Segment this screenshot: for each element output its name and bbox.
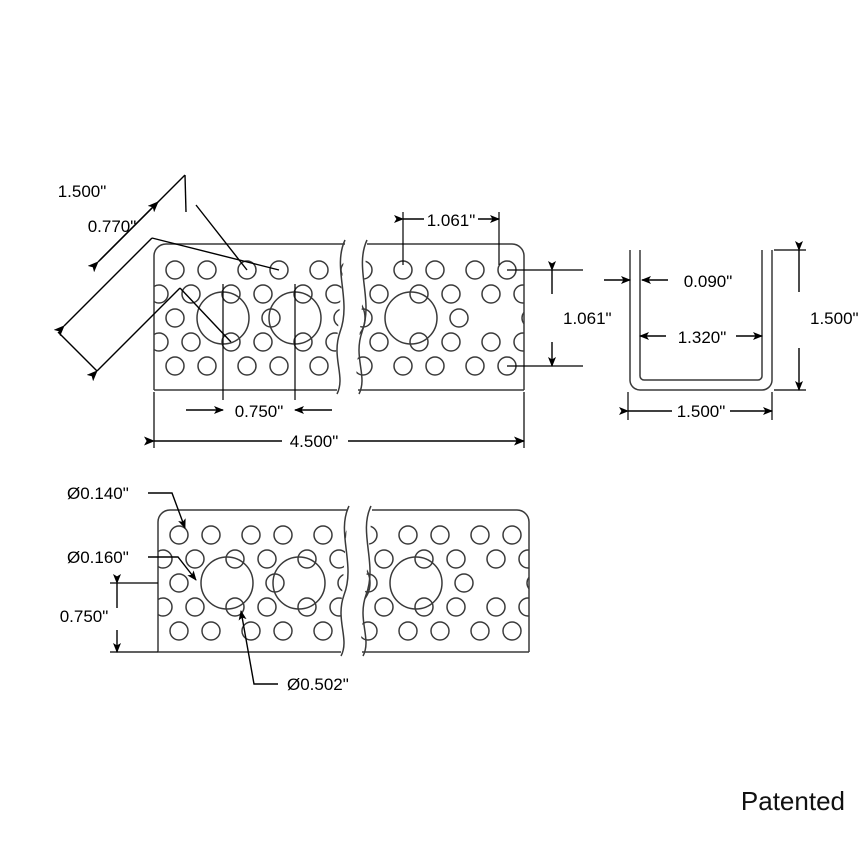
dim-0770-diagonal (86, 174, 248, 382)
dim-1061-right (507, 261, 583, 367)
dim-label-dia-0502: Ø0.502" (287, 675, 349, 694)
dim-4500-overall (144, 392, 525, 448)
leader-dia-0140 (148, 492, 186, 529)
dim-0750-bottom-view (110, 574, 158, 653)
dim-label-dia-0160: Ø0.160" (67, 548, 129, 567)
bottom-plate-hole-pattern-right (360, 525, 529, 641)
dim-label-1061-right: 1.061" (563, 309, 612, 328)
dim-label-0750-bottom-view: 0.750" (60, 607, 109, 626)
dim-label-0770-diagonal: 0.770" (88, 217, 137, 236)
dim-label-0750-top-view: 0.750" (235, 402, 284, 421)
break-line-top-left (336, 239, 346, 395)
dim-1500-height (774, 241, 806, 391)
dim-label-dia-0140: Ø0.140" (67, 484, 129, 503)
break-line-bottom-left (340, 505, 350, 657)
leader-dia-0502 (238, 610, 278, 685)
dim-label-1500-width: 1.500" (677, 402, 726, 421)
break-line-top-right (358, 239, 368, 395)
top-plate-hole-pattern-right (355, 260, 524, 376)
dim-label-1320: 1.320" (678, 328, 727, 347)
dim-label-1500-diagonal: 1.500" (58, 182, 107, 201)
u-channel-section (627, 250, 773, 420)
patented-note: Patented (741, 786, 845, 816)
top-view-centerlines (222, 284, 296, 400)
dim-label-1061-top: 1.061" (427, 211, 476, 230)
bottom-plate-hole-pattern-left (158, 525, 348, 641)
bottom-plate-outline (157, 509, 530, 653)
dim-1061-top (394, 212, 500, 265)
top-plate-hole-pattern-left (154, 260, 345, 376)
break-line-bottom-right (362, 505, 372, 657)
dim-label-4500-overall: 4.500" (290, 432, 339, 451)
dim-label-1500-height: 1.500" (810, 309, 859, 328)
leader-dia-0160 (148, 556, 197, 581)
dim-label-0090: 0.090" (684, 272, 733, 291)
